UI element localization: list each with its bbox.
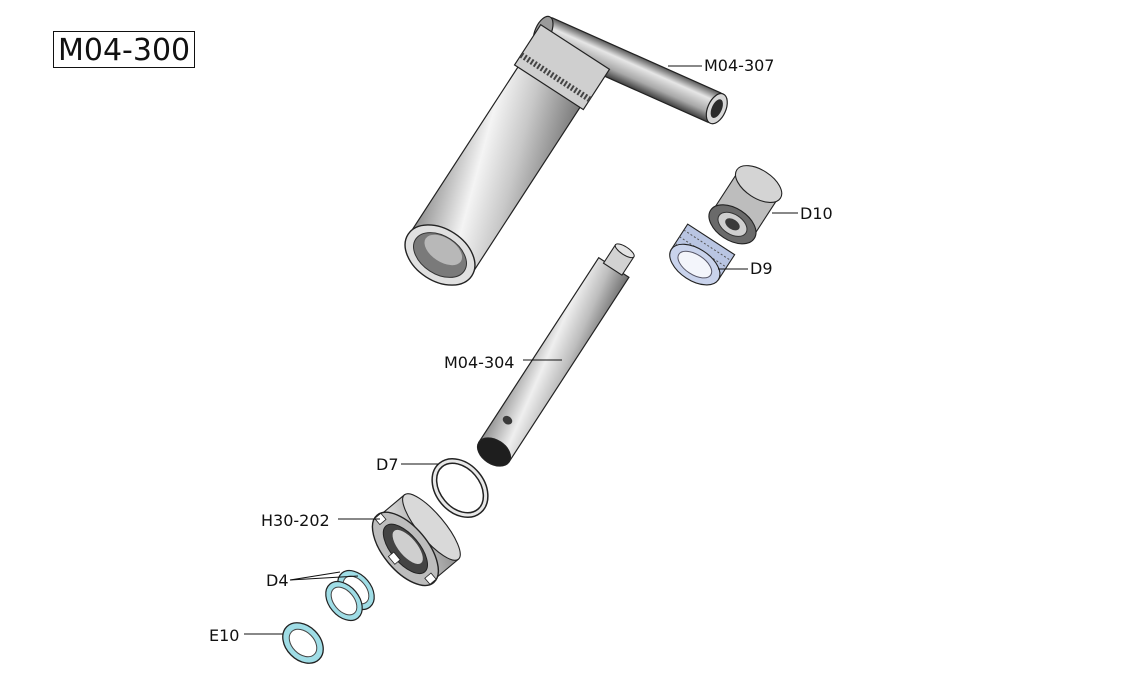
wiper-ring-part	[282, 622, 324, 664]
callout-handle: M04-307	[704, 56, 774, 75]
callout-bearing-seal: D9	[750, 259, 773, 278]
leader-line-seal-pair-b	[289, 575, 359, 581]
gland-cap-part	[708, 165, 783, 245]
seal-pair-part	[325, 569, 375, 622]
assembly-number: M04-300	[53, 31, 196, 68]
callout-lock-nut: H30-202	[261, 511, 330, 530]
callout-shaft: M04-304	[444, 353, 514, 372]
handle-part	[404, 15, 728, 286]
leader-line-seal-pair-a	[289, 571, 341, 581]
callout-gland-cap: D10	[800, 204, 833, 223]
o-ring-part	[431, 458, 489, 518]
callout-seal-pair: D4	[266, 571, 289, 590]
callout-wiper-ring: E10	[209, 626, 239, 645]
callout-o-ring: D7	[376, 455, 399, 474]
bearing-seal-part	[669, 223, 736, 286]
lock-nut-part	[371, 493, 461, 587]
